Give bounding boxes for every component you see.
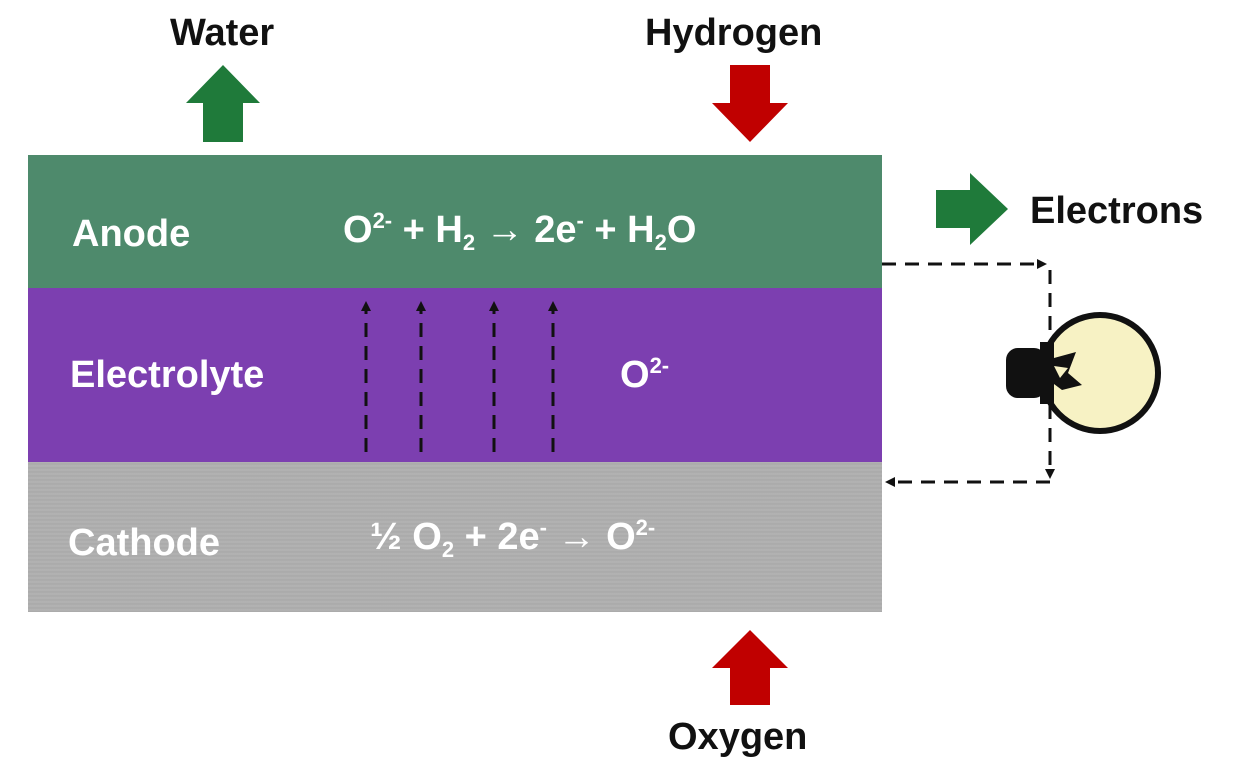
electrons-right-arrow-icon [936, 173, 1008, 245]
anode-layer: Anode O2- + H2 → 2e- + H2O [28, 155, 882, 288]
oxygen-up-arrow-icon [712, 630, 788, 705]
oxide-ion-label: O2- [620, 353, 670, 396]
cathode-label: Cathode [68, 522, 220, 564]
anode-reaction: O2- + H2 → 2e- + H2O [343, 208, 697, 255]
water-label: Water [170, 12, 275, 54]
water-up-arrow-icon [186, 65, 260, 142]
electrons-label: Electrons [1030, 190, 1204, 232]
external-circuit [882, 259, 1055, 487]
electrolyte-layer: Electrolyte O2- [28, 288, 882, 462]
bulb-socket [1006, 348, 1046, 398]
hydrogen-label: Hydrogen [645, 12, 823, 54]
hydrogen-down-arrow-icon [712, 65, 788, 142]
ion-migration-arrows [361, 301, 558, 452]
cathode-reaction: ½ O2 + 2e- → O2- [370, 515, 656, 562]
anode-label: Anode [72, 213, 191, 255]
bulb-filament [1054, 352, 1082, 390]
cathode-layer: Cathode ½ O2 + 2e- → O2- [28, 462, 882, 612]
oxygen-label: Oxygen [668, 716, 808, 758]
light-bulb-icon [1006, 312, 1161, 434]
electrolyte-label: Electrolyte [70, 354, 265, 396]
